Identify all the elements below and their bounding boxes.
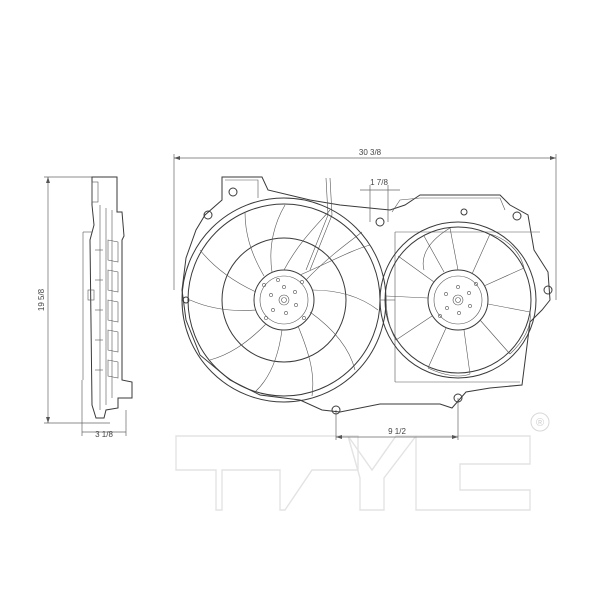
mount-spacing-label: 9 1/2 xyxy=(388,427,406,436)
side-view xyxy=(44,176,133,436)
depth-dimension-label: 3 1/8 xyxy=(95,430,113,439)
width-dimension-label: 30 3/8 xyxy=(359,148,382,157)
fan-shroud xyxy=(181,176,553,415)
registered-mark: ® xyxy=(536,417,544,429)
right-fan xyxy=(379,221,537,379)
front-dimensions xyxy=(173,154,557,440)
tyc-watermark-logo: ® xyxy=(175,412,550,511)
connector-spacing-label: 1 7/8 xyxy=(370,178,388,187)
height-dimension-label: 19 5/8 xyxy=(37,288,46,311)
left-fan xyxy=(181,197,387,403)
